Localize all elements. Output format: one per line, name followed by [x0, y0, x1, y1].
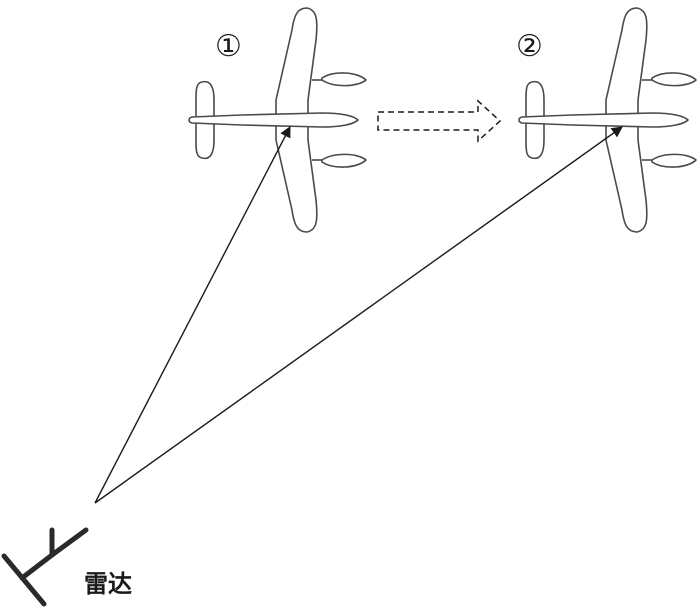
radar-label: 雷达 — [84, 570, 132, 598]
beam-to-aircraft-1 — [94, 126, 291, 504]
aircraft-2 — [518, 7, 697, 233]
position-label-2: ② — [516, 29, 543, 64]
motion-arrow — [377, 99, 502, 143]
position-label-1: ① — [215, 29, 242, 64]
radar-icon — [1, 527, 89, 607]
beam-to-aircraft-2 — [94, 126, 623, 504]
